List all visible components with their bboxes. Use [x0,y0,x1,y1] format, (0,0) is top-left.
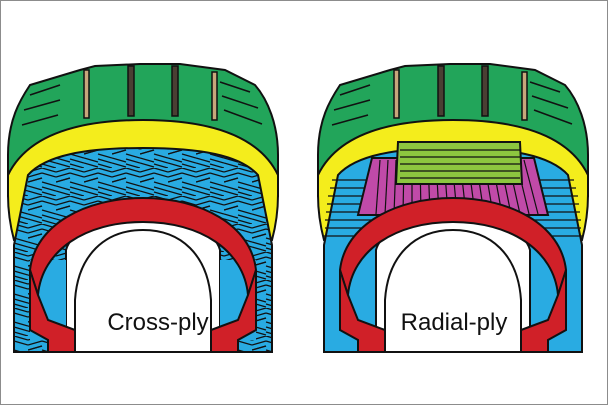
radial-ply-tread-sipes [331,81,573,126]
radial-ply-tread-grooves [393,65,528,121]
cross-ply-label: Cross-ply [107,309,208,336]
radial-ply-label: Radial-ply [401,309,508,336]
radial-ply-opening [384,228,522,353]
cross-ply-tread-sipes [21,81,263,126]
cross-ply-tire: Cross-ply [7,63,279,353]
radial-ply-green-belt [394,141,524,185]
cross-ply-opening [74,228,212,353]
radial-ply-tire: Radial-ply [317,63,589,353]
cross-ply-tread-grooves [83,65,218,121]
radial-ply-green-lines [400,149,520,179]
